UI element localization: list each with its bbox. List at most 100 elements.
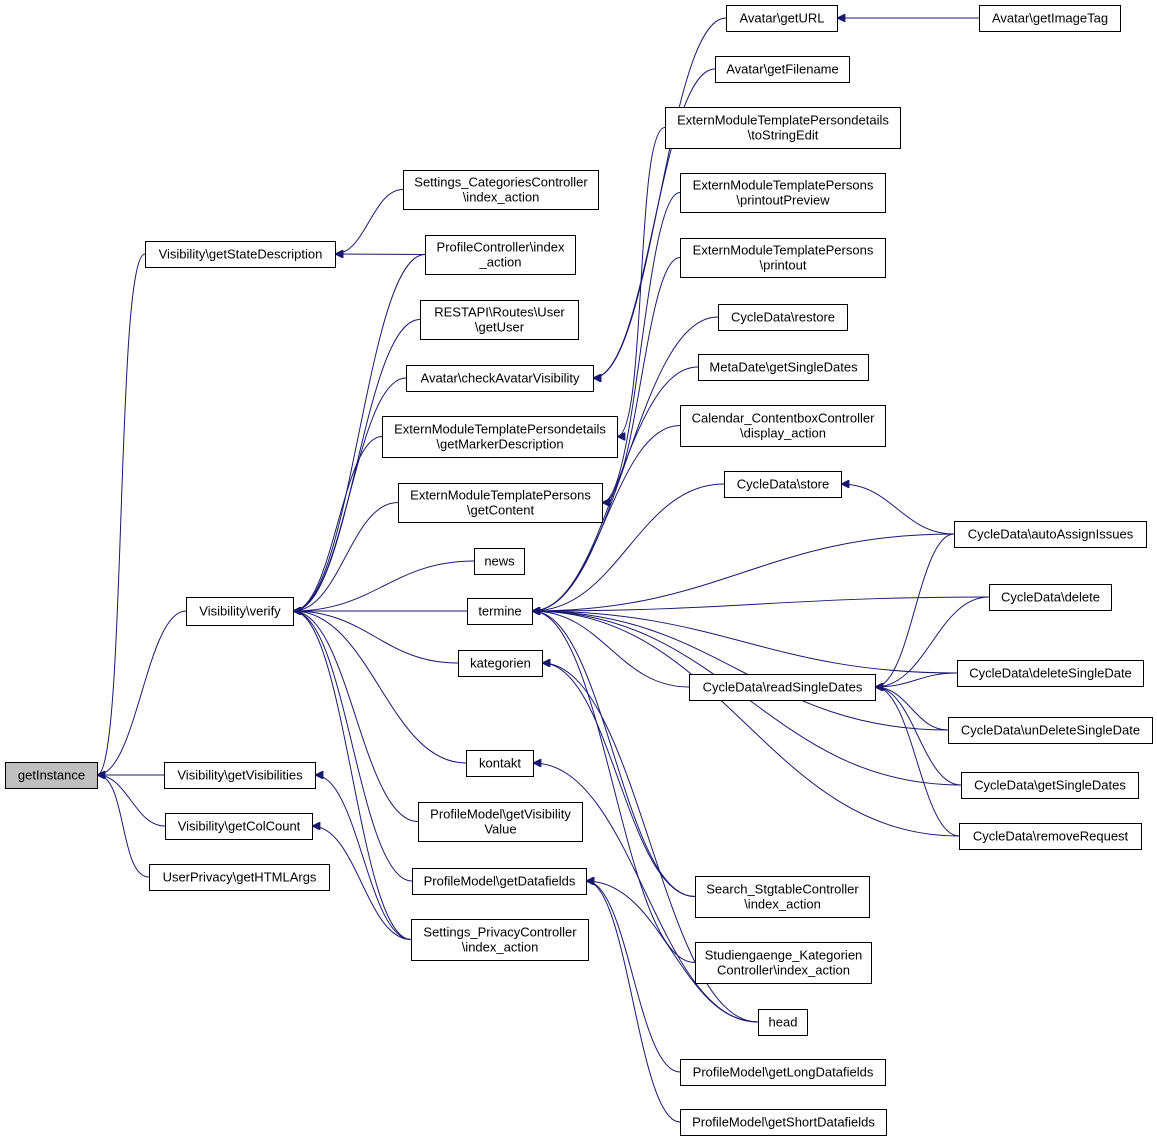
node-box [957, 660, 1144, 687]
edge-cd_removeRequest-to-termine [532, 611, 960, 837]
node-label: CycleData\getSingleDates [974, 778, 1126, 793]
edge-line [293, 560, 475, 611]
node-cd-deleteSingleDate[interactable]: CycleData\deleteSingleDate [957, 660, 1144, 687]
edge-line [315, 775, 412, 940]
node-cd-removeRequest[interactable]: CycleData\removeRequest [959, 823, 1142, 850]
node-box [665, 107, 901, 149]
node-cd-store[interactable]: CycleData\store [724, 471, 842, 498]
node-label: head [769, 1015, 798, 1030]
edge-line [97, 775, 166, 827]
node-label: \getContent [467, 503, 535, 518]
node-label: ProfileModel\getShortDatafields [692, 1115, 875, 1130]
node-box [406, 365, 594, 392]
node-md-getSingleDates[interactable]: MetaDate\getSingleDates [698, 354, 869, 381]
node-head[interactable]: head [758, 1009, 808, 1036]
node-termine[interactable]: termine [467, 598, 533, 625]
node-pm-getLongDatafields[interactable]: ProfileModel\getLongDatafields [680, 1059, 886, 1086]
edge-cd_autoAssign-to-cd_readSingleDates [875, 533, 955, 687]
edge-line [293, 611, 459, 664]
node-label: \getUser [475, 320, 525, 335]
node-cd-readSingleDates[interactable]: CycleData\readSingleDates [689, 674, 876, 701]
node-box [695, 876, 870, 918]
node-label: Settings_PrivacyController [423, 925, 577, 940]
node-cd-autoAssign[interactable]: CycleData\autoAssignIssues [954, 521, 1147, 548]
node-label: CycleData\removeRequest [973, 829, 1129, 844]
node-box [680, 1109, 887, 1136]
node-pm-getShortDatafields[interactable]: ProfileModel\getShortDatafields [680, 1109, 887, 1136]
edge-cd_unDeleteSingleDate-to-cd_readSingleDates [875, 687, 949, 731]
node-cal-display[interactable]: Calendar_ContentboxController\display_ac… [680, 405, 886, 447]
edge-pm_getLongDatafields-to-pm_getDatafields [586, 881, 681, 1073]
node-cd-getSingleDates[interactable]: CycleData\getSingleDates [961, 772, 1139, 799]
node-emtpd-getMarkerDesc[interactable]: ExternModuleTemplatePersondetails\getMar… [382, 416, 618, 458]
node-label: ExternModuleTemplatePersons [693, 243, 874, 258]
edge-pm_getShortDatafields-to-pm_getDatafields [586, 881, 681, 1123]
edge-emtp_printout-to-emtp_getContent [602, 257, 681, 503]
edge-line [875, 533, 955, 687]
node-label: ProfileController\index [437, 240, 565, 255]
node-avatar-getURL[interactable]: Avatar\getURL [726, 5, 838, 32]
node-stud-kat-index[interactable]: Studiengaenge_KategorienController\index… [695, 942, 872, 984]
node-cd-restore[interactable]: CycleData\restore [718, 304, 848, 331]
node-settings-cat-index[interactable]: Settings_CategoriesController\index_acti… [403, 170, 599, 210]
node-cd-delete[interactable]: CycleData\delete [989, 584, 1112, 611]
edge-avatar_checkVis-to-vis_verify [293, 377, 407, 611]
node-emtp-getContent[interactable]: ExternModuleTemplatePersons\getContent [398, 483, 603, 523]
node-emtp-printout[interactable]: ExternModuleTemplatePersons\printout [680, 238, 886, 278]
node-box [948, 717, 1153, 744]
edge-up_getHTMLArgs-to-getInstance [97, 775, 150, 878]
node-avatar-getImageTag[interactable]: Avatar\getImageTag [979, 5, 1121, 32]
node-label: Search_StgtableController [706, 882, 859, 897]
edge-line [586, 881, 681, 1123]
node-label: kontakt [479, 756, 521, 771]
edge-search_stg_index-to-kategorien [542, 663, 696, 897]
node-label: Controller\index_action [717, 963, 850, 978]
node-label: \printout [760, 258, 807, 273]
edge-line [293, 377, 407, 611]
node-emtpd-toStringEdit[interactable]: ExternModuleTemplatePersondetails\toStri… [665, 107, 901, 149]
edge-settings_priv_index-to-vis_verify [293, 611, 412, 940]
node-settings-priv-index[interactable]: Settings_PrivacyController\index_action [411, 919, 589, 961]
node-search-stg-index[interactable]: Search_StgtableController\index_action [695, 876, 870, 918]
node-box [680, 173, 886, 213]
edge-line [532, 533, 955, 611]
node-box [165, 813, 313, 840]
node-getInstance[interactable]: getInstance [5, 762, 98, 789]
node-vis-getStateDescription[interactable]: Visibility\getStateDescription [145, 241, 336, 268]
node-kontakt[interactable]: kontakt [466, 750, 534, 777]
node-box [5, 762, 98, 789]
node-avatar-getFilename[interactable]: Avatar\getFilename [715, 56, 850, 83]
node-profile-ctrl-index[interactable]: ProfileController\index_action [425, 235, 576, 275]
edge-cd_removeRequest-to-cd_readSingleDates [875, 687, 960, 837]
node-label: Avatar\checkAvatarVisibility [421, 371, 580, 386]
node-up-getHTMLArgs[interactable]: UserPrivacy\getHTMLArgs [149, 864, 330, 891]
node-kategorien[interactable]: kategorien [458, 650, 543, 677]
edge-search_stg_index-to-termine [532, 611, 696, 897]
node-emtp-printoutPreview[interactable]: ExternModuleTemplatePersons\printoutPrev… [680, 173, 886, 213]
node-label: CycleData\readSingleDates [703, 680, 863, 695]
edge-settings_cat_index-to-vis_getStateDescription [335, 189, 404, 255]
edge-pm_getVisValue-to-vis_verify [293, 611, 419, 822]
node-label: ExternModuleTemplatePersondetails [394, 422, 606, 437]
node-label: Visibility\verify [199, 604, 281, 619]
node-label: ProfileModel\getLongDatafields [693, 1065, 874, 1080]
node-news[interactable]: news [474, 548, 525, 575]
node-box [412, 868, 587, 895]
node-pm-getDatafields[interactable]: ProfileModel\getDatafields [412, 868, 587, 895]
node-label: \index_action [462, 940, 539, 955]
node-box [474, 548, 525, 575]
node-vis-verify[interactable]: Visibility\verify [186, 597, 294, 626]
edge-line [617, 127, 666, 437]
node-cd-unDeleteSingleDate[interactable]: CycleData\unDeleteSingleDate [948, 717, 1153, 744]
node-vis-getVisibilities[interactable]: Visibility\getVisibilities [164, 762, 316, 789]
node-restapi-getUser[interactable]: RESTAPI\Routes\User\getUser [420, 300, 579, 340]
node-box [680, 1059, 886, 1086]
node-vis-getColCount[interactable]: Visibility\getColCount [165, 813, 313, 840]
node-label: CycleData\deleteSingleDate [969, 666, 1132, 681]
node-avatar-checkVis[interactable]: Avatar\checkAvatarVisibility [406, 365, 594, 392]
node-label: \toStringEdit [748, 128, 819, 143]
edge-line [586, 881, 759, 1023]
edge-settings_priv_index-to-vis_getColCount [312, 826, 412, 940]
